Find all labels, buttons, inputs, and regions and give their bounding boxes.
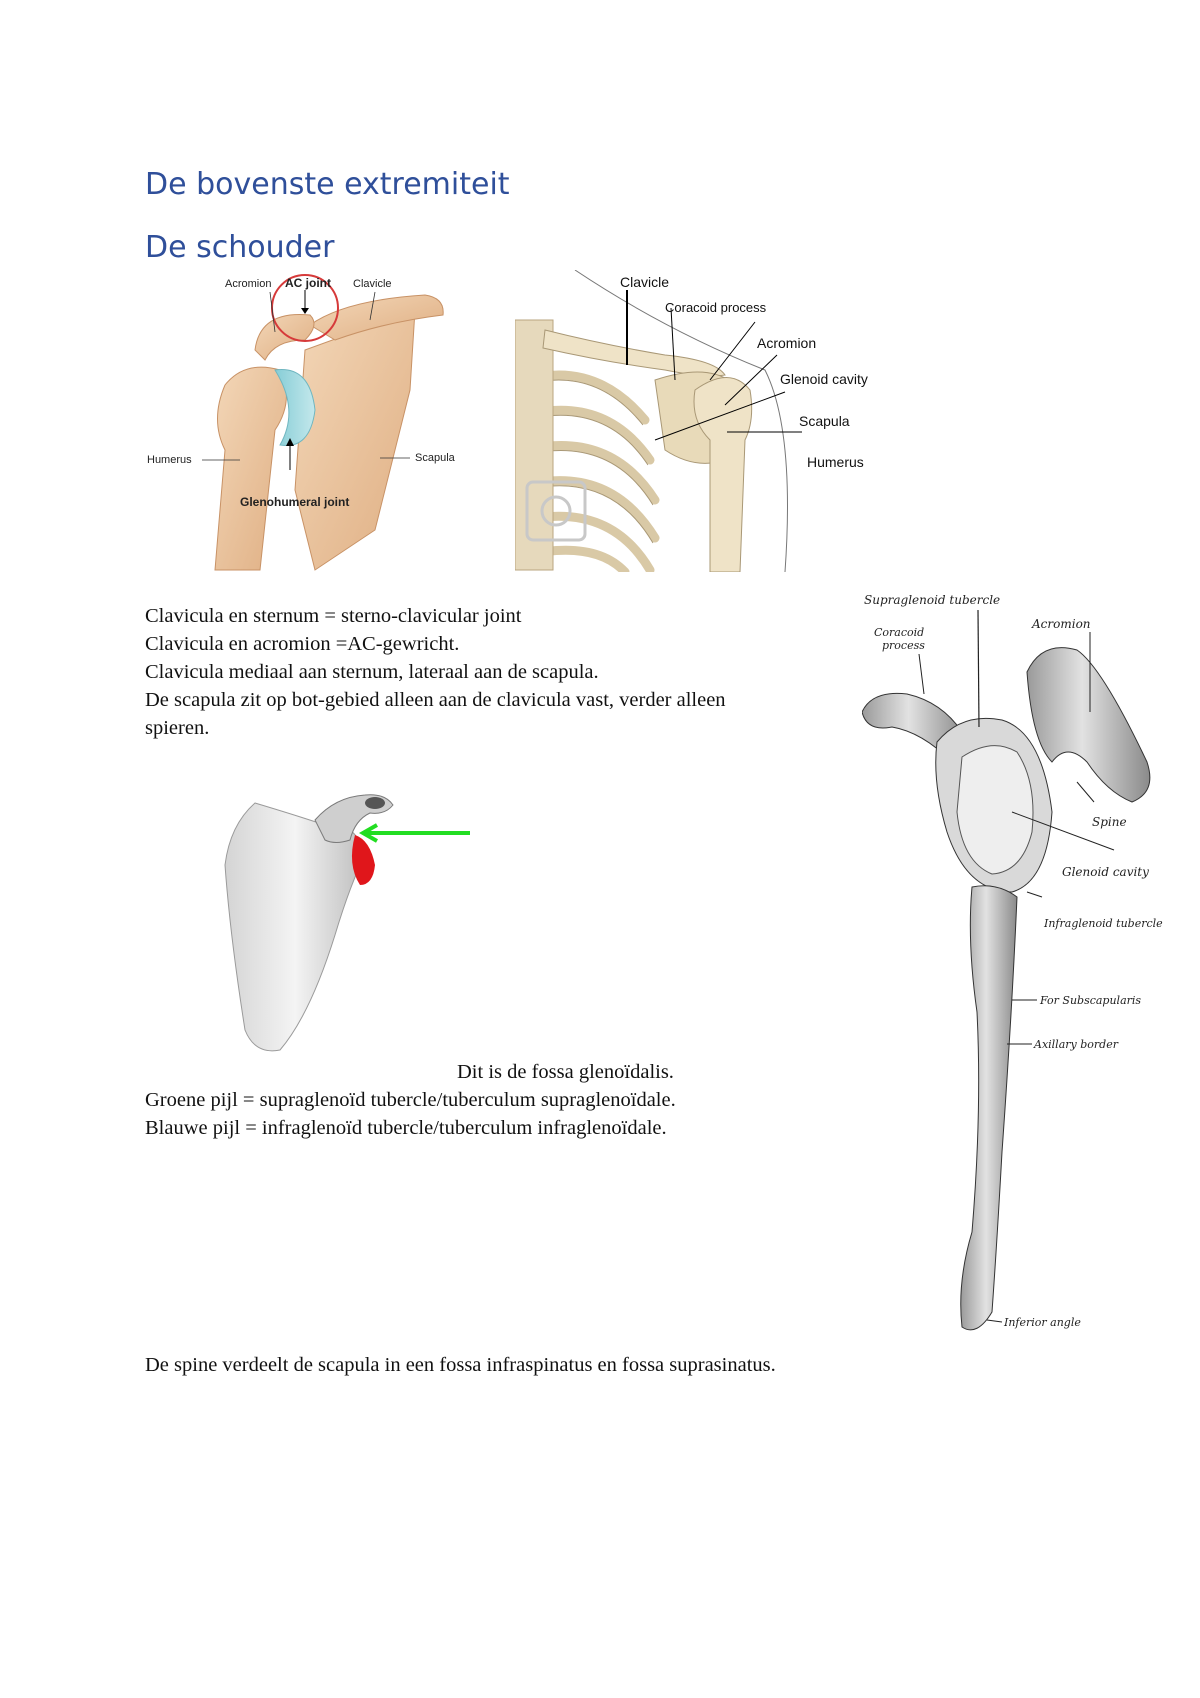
text-line: De spine verdeelt de scapula in een foss… [145, 1354, 776, 1376]
heading-bovenste-extremiteit: De bovenste extremiteit [145, 167, 510, 202]
text-line: Blauwe pijl = infraglenoïd tubercle/tube… [145, 1117, 667, 1139]
scapula-3d-illustration [224, 794, 470, 1052]
label-glenohumeral-joint: Glenohumeral joint [240, 495, 349, 509]
label-infraglenoid-tubercle: Infraglenoid tubercle [1043, 917, 1163, 930]
paragraph-clavicula: Clavicula en sternum = sterno-clavicular… [145, 602, 845, 742]
label-supraglenoid-tubercle: Supraglenoid tubercle [864, 593, 1000, 607]
label-clavicle: Clavicle [620, 274, 669, 290]
acromion-shape [254, 313, 315, 361]
paragraph-fossa: Dit is de fossa glenoïdalis. Groene pijl… [145, 1058, 885, 1142]
text-line: Clavicula en acromion =AC-gewricht. [145, 633, 460, 655]
text-line: Clavicula mediaal aan sternum, lateraal … [145, 661, 599, 683]
label-glenoid-cavity: Glenoid cavity [780, 371, 868, 387]
label-acromion: Acromion [757, 335, 816, 351]
scapula-lateral-view-illustration: Supraglenoid tubercle Coracoid process A… [862, 593, 1163, 1331]
text-line: spieren. [145, 717, 210, 739]
label-coracoid-process: process [882, 639, 925, 652]
shoulder-joint-illustration: Acromion AC joint Clavicle Humerus Scapu… [147, 274, 456, 571]
axillary-border-bone [960, 885, 1018, 1331]
acromion-bone [1026, 647, 1151, 803]
label-humerus: Humerus [807, 454, 864, 470]
label-inferior-angle: Inferior angle [1003, 1316, 1081, 1329]
label-axillary-border: Axillary border [1033, 1038, 1119, 1051]
label-spine: Spine [1092, 815, 1127, 829]
paragraph-spine: De spine verdeelt de scapula in een foss… [145, 1351, 1045, 1379]
label-for-subscapularis: For Subscapularis [1039, 994, 1141, 1007]
label-coracoid-process: Coracoid process [665, 300, 767, 315]
shoulder-skeleton-illustration: Clavicle Coracoid process Acromion Gleno… [515, 270, 903, 572]
label-scapula: Scapula [415, 452, 456, 464]
text-line: De scapula zit op bot-gebied alleen aan … [145, 689, 726, 711]
humerus-bone [693, 377, 753, 572]
label-acromion: Acromion [225, 278, 271, 290]
clavicle-bone [542, 329, 726, 377]
label-clavicle: Clavicle [353, 278, 392, 290]
text-line-centered: Dit is de fossa glenoïdalis. [457, 1061, 674, 1083]
text-line: Clavicula en sternum = sterno-clavicular… [145, 605, 522, 627]
humerus-shape [214, 366, 287, 571]
clavicle-shape [309, 294, 444, 341]
label-acromion: Acromion [1031, 617, 1091, 631]
scapula-shape [294, 309, 416, 571]
label-humerus: Humerus [147, 454, 192, 466]
glenoid-highlight [351, 835, 375, 885]
green-arrow-head [358, 823, 378, 843]
label-glenoid-cavity: Glenoid cavity [1062, 865, 1149, 879]
label-ac-joint: AC joint [285, 276, 331, 290]
label-scapula: Scapula [799, 413, 850, 429]
text-line: Groene pijl = supraglenoïd tubercle/tube… [145, 1089, 676, 1111]
label-coracoid: Coracoid [874, 626, 924, 639]
glenoid-cartilage-shape [274, 369, 316, 447]
heading-schouder: De schouder [145, 230, 335, 265]
